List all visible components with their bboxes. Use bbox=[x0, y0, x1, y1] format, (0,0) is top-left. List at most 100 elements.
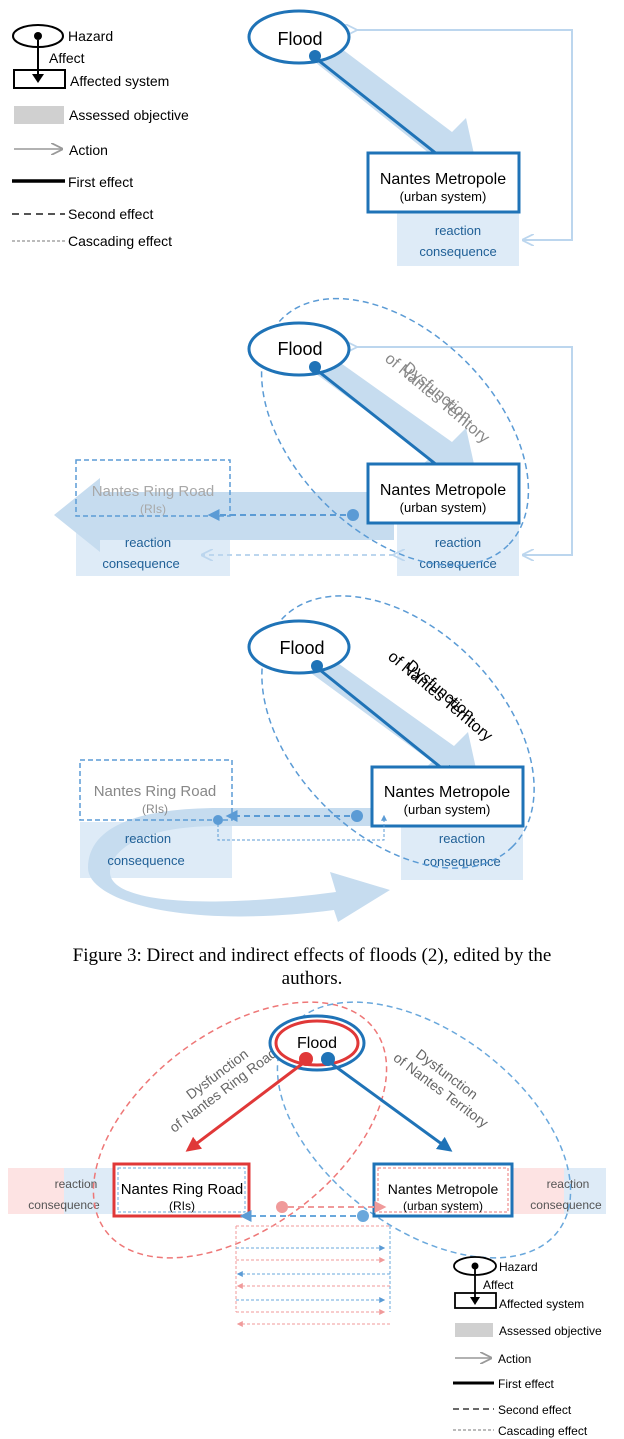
panel2-ring-label: Nantes Ring Road bbox=[92, 483, 215, 500]
panel4-red-origin bbox=[299, 1052, 313, 1066]
legend-bottom-second-effect-label: Second effect bbox=[498, 1403, 572, 1417]
panel3-effect-origin bbox=[311, 660, 323, 672]
panel2-first-effect-arrow bbox=[317, 369, 455, 479]
legend-bottom-first-effect-label: First effect bbox=[498, 1377, 554, 1391]
panel4-red-first-effect bbox=[185, 1062, 303, 1152]
panel1-action-loop bbox=[356, 30, 573, 240]
panel3-ring-reaction: reaction bbox=[125, 831, 171, 846]
panel4-flood-hazard-outer bbox=[268, 1014, 366, 1072]
panel4-right-reaction: reaction bbox=[547, 1177, 590, 1191]
panel2-metropole-sub: (urban system) bbox=[400, 500, 487, 515]
panel1-flood-hazard bbox=[247, 9, 351, 65]
legend-hazard-label: Hazard bbox=[68, 28, 113, 44]
legend-affected-system-label: Affected system bbox=[70, 73, 169, 89]
legend-hazard-icon bbox=[12, 24, 66, 89]
panel2-dysfunction-ellipse bbox=[260, 297, 530, 567]
panel1-consequence-label: consequence bbox=[419, 244, 496, 259]
panel4-left-consequence: consequence bbox=[28, 1198, 100, 1212]
panel1-consequence-band bbox=[397, 210, 519, 266]
panel3-ring-box bbox=[79, 759, 233, 821]
panel2-metropole-band bbox=[397, 522, 519, 576]
panel1-metropole-label: Nantes Metropole bbox=[380, 171, 506, 188]
panel4-flood-hazard-inner bbox=[274, 1019, 360, 1067]
panel3-cascading-origin bbox=[213, 815, 223, 825]
panel4-right-band-blue bbox=[564, 1168, 606, 1214]
panel1-metropole-sub: (urban system) bbox=[400, 189, 487, 204]
panel1-metropole-box bbox=[366, 151, 521, 214]
panel4-metropole-box-inner bbox=[377, 1167, 509, 1213]
panel2-metropole-label: Nantes Metropole bbox=[380, 482, 506, 499]
panel1-first-effect-arrow bbox=[317, 58, 455, 168]
panel2-ring-consequence: consequence bbox=[102, 556, 179, 571]
caption-line-1: Figure 3: Direct and indirect effects of… bbox=[72, 945, 552, 966]
legend-top: Hazard Affect Affected system Assessed o… bbox=[12, 24, 189, 249]
panel2-second-effect-origin bbox=[347, 509, 359, 521]
panel4-cascading-effects bbox=[235, 1225, 391, 1327]
panel3-ring-label: Nantes Ring Road bbox=[94, 783, 217, 800]
panel2-metropole-box bbox=[366, 462, 521, 525]
panel2-action-loop bbox=[356, 347, 573, 555]
panel4-right-consequence: consequence bbox=[530, 1198, 602, 1212]
panel4-left-band-blue bbox=[64, 1168, 116, 1214]
panel3-flood-hazard bbox=[247, 619, 351, 675]
panel-1: reaction consequence Flood Nantes Metrop… bbox=[247, 9, 573, 266]
panel3-flood-label: Flood bbox=[279, 638, 324, 658]
panel2-ring-sub: (RIs) bbox=[140, 502, 166, 516]
panel3-first-effect-arrow bbox=[319, 668, 457, 780]
panel3-dysfunction-ellipse bbox=[261, 595, 535, 869]
panel4-ring-label: Nantes Ring Road bbox=[121, 1181, 244, 1198]
panel3-cascading-arrow bbox=[217, 814, 387, 841]
panel3-ring-consequence: consequence bbox=[107, 853, 184, 868]
panel-4: reaction consequence reaction consequenc… bbox=[8, 1001, 606, 1327]
panel4-ring-box bbox=[112, 1162, 251, 1218]
legend-bottom-assessed-objective-label: Assessed objective bbox=[499, 1324, 602, 1338]
legend-assessed-objective-label: Assessed objective bbox=[69, 107, 189, 123]
panel3-metropole-box bbox=[370, 765, 525, 828]
panel3-metropole-consequence: consequence bbox=[423, 854, 500, 869]
panel2-metropole-consequence: consequence bbox=[419, 556, 496, 571]
panel1-reaction-label: reaction bbox=[435, 223, 481, 238]
panel3-metropole-sub: (urban system) bbox=[404, 802, 491, 817]
panel4-right-band-red bbox=[512, 1168, 564, 1214]
legend-bottom-action-label: Action bbox=[498, 1352, 531, 1366]
caption-line-2: authors. bbox=[281, 968, 343, 989]
panel4-flood-label: Flood bbox=[297, 1035, 337, 1052]
panel2-effect-origin bbox=[309, 361, 321, 373]
panel4-ring-dysfunction-ellipse bbox=[92, 1001, 388, 1259]
panel4-blue-first-effect bbox=[331, 1062, 453, 1152]
panel3-metropole-label: Nantes Metropole bbox=[384, 784, 510, 801]
legend-affect-label: Affect bbox=[49, 50, 85, 66]
legend-assessed-objective-swatch bbox=[14, 106, 64, 124]
figure-caption: Figure 3: Direct and indirect effects of… bbox=[0, 944, 624, 990]
panel2-ring-reaction: reaction bbox=[125, 535, 171, 550]
panel4-metropole-sub: (urban system) bbox=[403, 1199, 483, 1213]
panel4-metropole-box bbox=[372, 1162, 514, 1218]
legend-bottom-hazard-icon bbox=[453, 1256, 497, 1309]
panel4-red-second-origin bbox=[276, 1201, 288, 1213]
panel4-ring-sub: (RIs) bbox=[169, 1199, 195, 1213]
panel3-second-effect-origin bbox=[351, 810, 363, 822]
panel3-metropole-band bbox=[401, 826, 523, 880]
legend-bottom-affect-label: Affect bbox=[483, 1278, 514, 1292]
panel-2: reaction consequence reaction consequenc… bbox=[54, 297, 573, 576]
panel2-flood-hazard bbox=[247, 321, 351, 377]
panel4-left-band-red bbox=[8, 1168, 64, 1214]
legend-bottom-cascading-effect-label: Cascading effect bbox=[498, 1424, 588, 1438]
panel4-metropole-label: Nantes Metropole bbox=[388, 1181, 499, 1197]
panel3-ring-sub: (RIs) bbox=[142, 802, 168, 816]
legend-bottom: Hazard Affect Affected system Assessed o… bbox=[453, 1256, 602, 1438]
panel-3: reaction consequence reaction consequenc… bbox=[79, 595, 535, 922]
panel2-ring-box bbox=[75, 459, 231, 517]
panel3-metropole-reaction: reaction bbox=[439, 831, 485, 846]
legend-cascading-effect-label: Cascading effect bbox=[68, 233, 172, 249]
legend-bottom-assessed-objective-swatch bbox=[455, 1323, 493, 1337]
panel2-metropole-reaction: reaction bbox=[435, 535, 481, 550]
panel4-blue-origin bbox=[321, 1052, 335, 1066]
panel4-left-reaction: reaction bbox=[55, 1177, 98, 1191]
panel2-flood-label: Flood bbox=[277, 339, 322, 359]
legend-first-effect-label: First effect bbox=[68, 174, 133, 190]
legend-action-label: Action bbox=[69, 142, 108, 158]
legend-bottom-affected-system-label: Affected system bbox=[499, 1297, 584, 1311]
panel1-effect-origin bbox=[309, 50, 321, 62]
